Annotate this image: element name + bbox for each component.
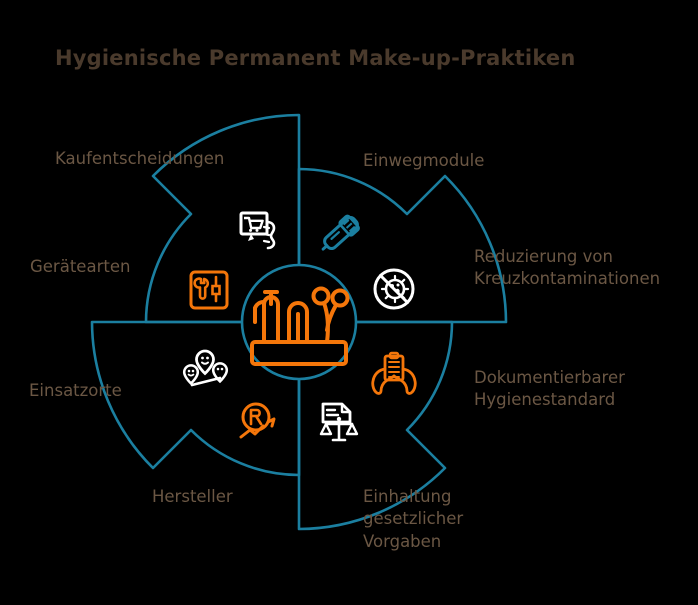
label-geraetearten: Gerätearten [30, 257, 131, 276]
segment-hersteller[interactable] [90, 320, 301, 477]
label-kaufentscheidungen: Kaufentscheidungen [55, 149, 225, 168]
page-title: Hygienische Permanent Make-up-Praktiken [55, 46, 576, 70]
shopping-cart-decision-icon [239, 211, 276, 250]
label-einsatzorte: Einsatzorte [29, 381, 122, 400]
disposable-cartridge-module-icon [315, 212, 363, 258]
label-vorgaben: Einhaltung gesetzlicher Vorgaben [363, 487, 464, 551]
label-hygienestandard: Dokumentierbarer Hygienestandard [474, 368, 625, 410]
label-kreuzkontamination: Reduzierung von Kreuzkontaminationen [474, 247, 661, 289]
registered-trademark-growth-icon [239, 402, 276, 439]
label-hersteller: Hersteller [152, 487, 233, 506]
label-einwegmodule: Einwegmodule [363, 151, 485, 170]
toolbox-wrench-screwdriver-icon [189, 270, 229, 310]
segment-einwegmodule[interactable] [297, 167, 508, 324]
legal-document-scales-icon [319, 402, 359, 442]
segment-kreuzkontamination[interactable] [297, 320, 454, 531]
map-pins-locations-icon [182, 349, 229, 387]
no-virus-bacteria-icon [373, 268, 415, 310]
segment-geraetearten[interactable] [144, 113, 301, 324]
hands-holding-clipboard-icon [371, 351, 417, 395]
